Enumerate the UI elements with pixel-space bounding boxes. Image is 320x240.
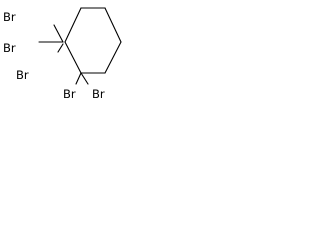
bond-c6-br-gem-lower <box>57 43 64 53</box>
ring-bond-c2-c3 <box>104 7 122 43</box>
bond-c1-br-top <box>53 24 64 43</box>
ring-bond-c5-c6 <box>64 41 82 74</box>
substituent-bonds <box>38 24 89 85</box>
atom-label-br-top: Br <box>3 10 16 24</box>
cyclohexane-ring <box>64 7 122 74</box>
atom-label-br-gem2-left: Br <box>63 87 76 101</box>
atom-labels: Br Br Br Br Br <box>3 10 105 101</box>
atom-label-br-gem-left: Br <box>3 41 16 55</box>
ring-bond-c6-c1 <box>64 7 82 43</box>
ring-bond-c3-c4 <box>104 41 122 74</box>
molecule-structure-diagram: Br Br Br Br Br <box>3 7 122 101</box>
atom-label-br-gem-lower: Br <box>16 68 29 82</box>
bond-c5-br-gem2-left <box>75 72 82 85</box>
bond-c5-br-gem2-right <box>80 72 89 85</box>
atom-label-br-gem2-right: Br <box>92 87 105 101</box>
